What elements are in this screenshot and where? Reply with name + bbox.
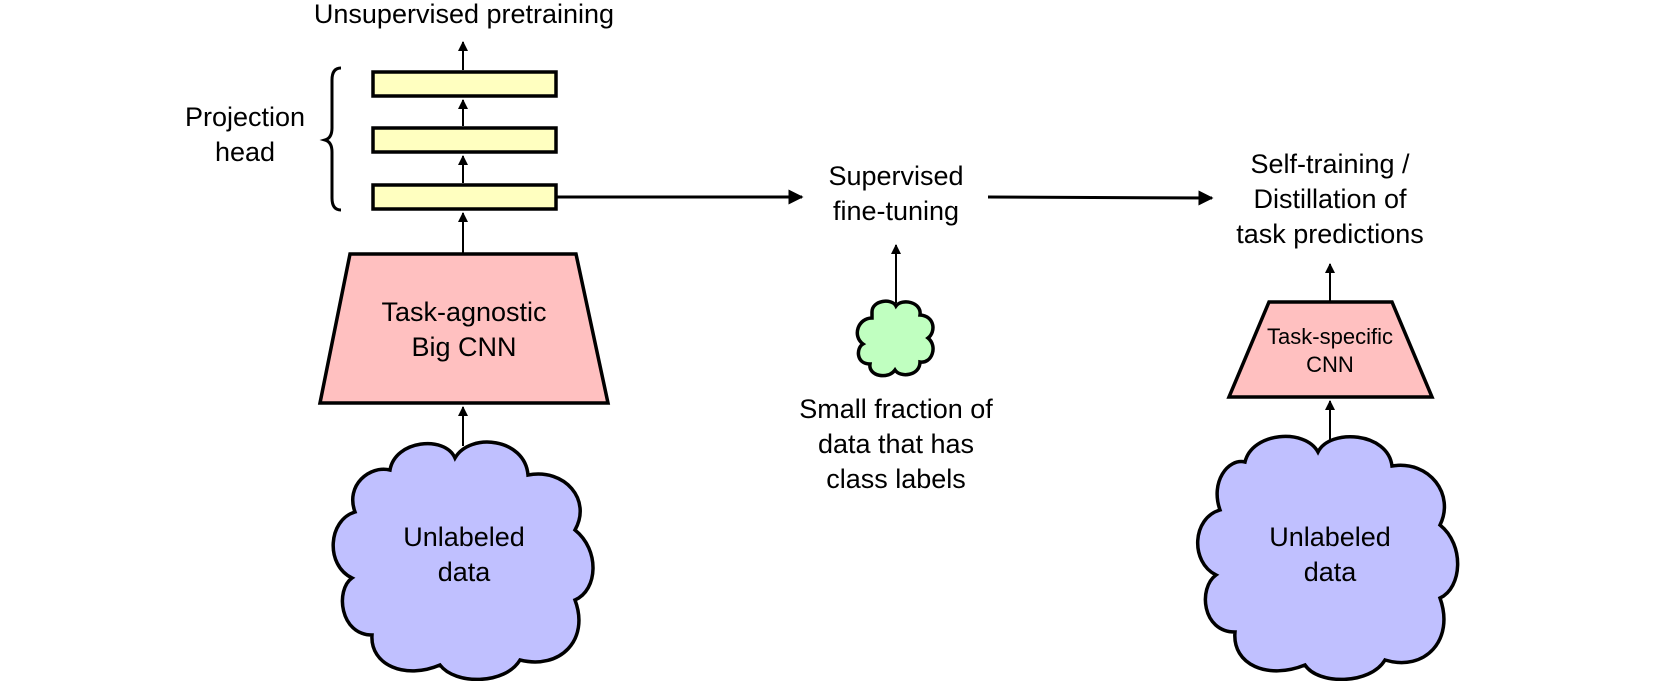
projection-head-label-line2: head: [215, 137, 275, 167]
labeled-data-line2: data that has: [818, 429, 974, 459]
unsupervised-pretraining-label: Unsupervised pretraining: [314, 0, 614, 29]
task-specific-cnn-line1: Task-specific: [1267, 324, 1393, 349]
supervised-finetuning-line2: fine-tuning: [833, 196, 959, 226]
unlabeled-data-right-line1: Unlabeled: [1269, 522, 1391, 552]
distillation-label-line1: Self-training /: [1250, 149, 1410, 179]
arrow-finetuning-to-distillation: [987, 190, 1214, 206]
labeled-data-line1: Small fraction of: [799, 394, 993, 424]
projection-layer-2: [371, 126, 558, 154]
unlabeled-data-right-line2: data: [1304, 557, 1358, 587]
task-agnostic-big-cnn: [317, 252, 611, 405]
task-specific-cnn: [1226, 300, 1435, 399]
unlabeled-data-cloud-left: [331, 440, 595, 681]
big-cnn-label-line1: Task-agnostic: [381, 297, 546, 327]
labeled-data-line3: class labels: [826, 464, 966, 494]
big-cnn-label-line2: Big CNN: [411, 332, 516, 362]
unlabeled-data-left-line1: Unlabeled: [403, 522, 525, 552]
task-specific-cnn-line2: CNN: [1306, 352, 1354, 377]
supervised-finetuning-line1: Supervised: [828, 161, 963, 191]
unlabeled-data-cloud-right: [1195, 434, 1460, 681]
projection-layer-1: [371, 183, 558, 211]
projection-layer-3: [371, 70, 558, 98]
labeled-data-cloud: [855, 299, 935, 378]
projection-head-brace: [319, 66, 342, 212]
distillation-label-line3: task predictions: [1236, 219, 1424, 249]
unlabeled-data-left-line2: data: [438, 557, 492, 587]
projection-head-label-line1: Projection: [185, 102, 305, 132]
distillation-label-line2: Distillation of: [1253, 184, 1407, 214]
